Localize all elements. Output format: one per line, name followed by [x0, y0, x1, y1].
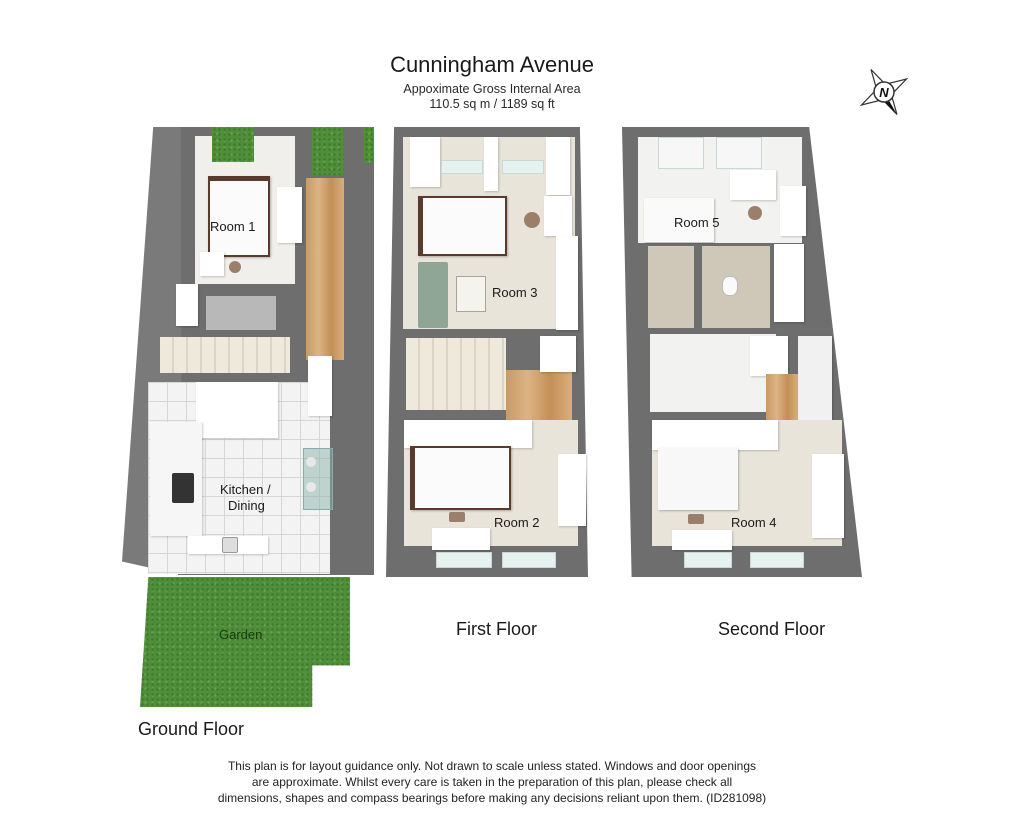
room-4-wall-unit — [652, 420, 778, 450]
ground-hallway-floor — [306, 178, 344, 360]
garden-area — [140, 577, 350, 707]
area-value: 110.5 sq m / 1189 sq ft — [429, 97, 555, 111]
second-landing-cupboard — [774, 244, 804, 322]
room-1-label: Room 1 — [210, 219, 256, 234]
room-3-sofa — [418, 262, 448, 328]
room-5-label: Room 5 — [674, 215, 720, 230]
disclaimer-line-2: are approximate. Whilst every care is ta… — [251, 775, 733, 789]
room-5-skylight-2 — [716, 137, 762, 169]
room-5-desk — [730, 170, 776, 200]
room-1-wardrobe — [277, 187, 302, 243]
room-3-bed — [418, 196, 507, 256]
ground-window-planter — [212, 127, 254, 162]
room-4-window-2 — [750, 552, 804, 568]
kitchen-hob — [172, 473, 194, 503]
room-5-chair — [748, 206, 762, 220]
ground-floor-label: Ground Floor — [138, 719, 245, 739]
room-4-chair — [688, 514, 704, 524]
plan-title: Cunningham Avenue — [390, 52, 594, 77]
room-4-window-1 — [684, 552, 732, 568]
room-1-bed — [208, 176, 270, 257]
room-4-chest — [812, 454, 844, 538]
room-2-wardrobe — [558, 454, 586, 526]
ground-front-planter — [312, 127, 344, 175]
room-3-right-closet — [546, 137, 570, 195]
room-2-label: Room 2 — [494, 515, 540, 530]
room-3-label: Room 3 — [492, 285, 538, 300]
compass-north-icon: N — [856, 64, 912, 120]
room-2-chair — [449, 512, 465, 522]
ground-storage-side — [176, 284, 198, 326]
second-stairwell-box — [750, 336, 788, 376]
kitchen-label-line2: Dining — [228, 498, 265, 513]
room-3-rug — [456, 276, 486, 312]
room-3-desk — [544, 196, 572, 236]
kitchen-right-unit — [308, 356, 332, 416]
compass-letter: N — [879, 85, 889, 100]
room-4-bed — [658, 448, 738, 510]
room-5-skylight-1 — [658, 137, 704, 169]
room-3-chair — [524, 212, 540, 228]
disclaimer: This plan is for layout guidance only. N… — [0, 758, 984, 806]
room-5-bed — [644, 198, 714, 242]
room-4-label: Room 4 — [731, 515, 777, 530]
room-5-wardrobe — [780, 186, 806, 236]
room-3-balcony-rail-1 — [441, 160, 483, 174]
second-bathroom-shower — [648, 246, 694, 328]
room-2-bed — [410, 446, 511, 510]
first-floor-label: First Floor — [456, 619, 537, 639]
first-stairs — [406, 338, 506, 410]
dining-chair-1 — [306, 457, 316, 467]
disclaimer-line-1: This plan is for layout guidance only. N… — [227, 759, 757, 773]
room-3-left-closet — [410, 137, 440, 187]
kitchen-upper-units — [196, 382, 278, 438]
room-4-desk — [672, 530, 732, 550]
disclaimer-line-3: dimensions, shapes and compass bearings … — [217, 791, 767, 805]
kitchen-label-line1: Kitchen / — [220, 482, 271, 497]
first-landing-cupboard — [540, 336, 576, 372]
room-3-wardrobe — [556, 236, 578, 330]
room-2-window-1 — [436, 552, 492, 568]
ground-stairs — [160, 337, 290, 373]
second-bathroom-toilet — [722, 276, 738, 296]
room-3-balcony-rail-2 — [502, 160, 544, 174]
area-label: Appoximate Gross Internal Area — [403, 82, 581, 96]
ground-front-strip — [364, 127, 374, 163]
garden-label: Garden — [219, 627, 263, 642]
room-2-wall-unit — [404, 420, 532, 448]
dining-chair-2 — [306, 482, 316, 492]
kitchen-sink — [222, 537, 238, 553]
room-1-chair — [229, 261, 241, 273]
ground-storage — [206, 296, 276, 330]
room-1-desk — [200, 252, 224, 276]
room-2-window-2 — [502, 552, 556, 568]
room-3-middle-closet — [484, 137, 498, 191]
second-floor-label: Second Floor — [718, 619, 826, 639]
room-2-desk — [432, 528, 490, 550]
